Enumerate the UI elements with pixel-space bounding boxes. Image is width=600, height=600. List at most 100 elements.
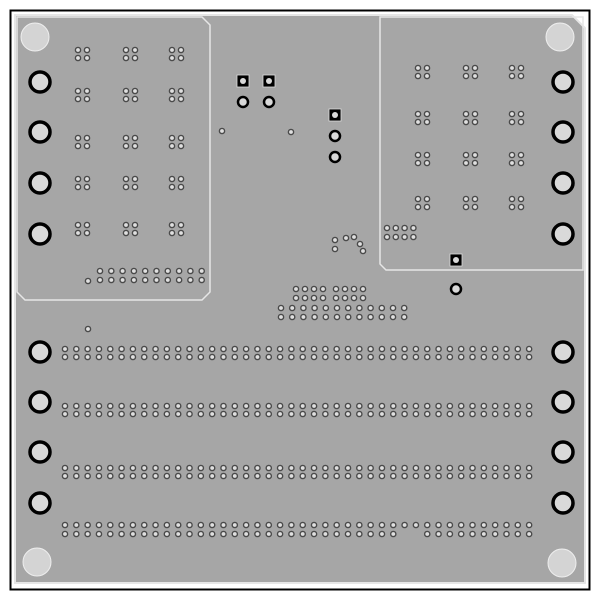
via bbox=[319, 294, 327, 302]
via bbox=[508, 195, 516, 203]
via bbox=[288, 345, 295, 353]
right-region-outline bbox=[379, 16, 584, 271]
via bbox=[378, 313, 386, 321]
via bbox=[220, 353, 227, 361]
via bbox=[301, 294, 309, 302]
via bbox=[414, 195, 422, 203]
via bbox=[517, 195, 525, 203]
via bbox=[197, 521, 205, 529]
via bbox=[469, 530, 476, 538]
via bbox=[311, 313, 318, 321]
via bbox=[108, 267, 115, 275]
via bbox=[254, 521, 261, 529]
via bbox=[187, 276, 194, 284]
via bbox=[423, 353, 431, 361]
via bbox=[356, 472, 363, 480]
via bbox=[175, 267, 183, 275]
via bbox=[514, 410, 522, 418]
via bbox=[276, 472, 284, 480]
via bbox=[414, 110, 422, 118]
via bbox=[480, 345, 488, 353]
via bbox=[140, 402, 148, 410]
via bbox=[84, 530, 91, 538]
via bbox=[514, 402, 522, 410]
via bbox=[231, 472, 239, 480]
via bbox=[186, 353, 193, 361]
via bbox=[462, 195, 470, 203]
via bbox=[514, 472, 522, 480]
via bbox=[83, 54, 91, 62]
via bbox=[503, 464, 510, 472]
via bbox=[83, 46, 91, 54]
via bbox=[471, 195, 479, 203]
through-hole-pad bbox=[551, 120, 575, 144]
via bbox=[140, 521, 148, 529]
via bbox=[130, 276, 138, 284]
via bbox=[378, 530, 386, 538]
via bbox=[414, 72, 422, 80]
via bbox=[61, 353, 69, 361]
via bbox=[152, 472, 159, 480]
via bbox=[300, 304, 307, 312]
through-hole-pad bbox=[236, 95, 250, 109]
via bbox=[95, 402, 103, 410]
via bbox=[265, 464, 273, 472]
via bbox=[423, 402, 431, 410]
via bbox=[74, 221, 82, 229]
via bbox=[118, 345, 125, 353]
via bbox=[446, 410, 454, 418]
via bbox=[168, 46, 176, 54]
via bbox=[168, 142, 176, 150]
via bbox=[168, 54, 176, 62]
via bbox=[414, 203, 422, 211]
via bbox=[491, 472, 499, 480]
via bbox=[174, 472, 182, 480]
via bbox=[446, 472, 454, 480]
via bbox=[152, 410, 159, 418]
through-hole-pad bbox=[328, 129, 342, 143]
via bbox=[423, 110, 431, 118]
via bbox=[356, 464, 363, 472]
via bbox=[152, 464, 159, 472]
via bbox=[389, 313, 397, 321]
via bbox=[141, 276, 149, 284]
via bbox=[288, 472, 295, 480]
via bbox=[168, 229, 176, 237]
via bbox=[378, 353, 386, 361]
via bbox=[446, 353, 454, 361]
via bbox=[84, 325, 92, 333]
via bbox=[367, 304, 374, 312]
via bbox=[73, 521, 80, 529]
via bbox=[73, 402, 80, 410]
via bbox=[73, 410, 80, 418]
via bbox=[198, 276, 205, 284]
via bbox=[177, 175, 185, 183]
via bbox=[276, 353, 284, 361]
via bbox=[462, 72, 470, 80]
via bbox=[288, 353, 295, 361]
via bbox=[174, 402, 182, 410]
via bbox=[265, 472, 273, 480]
via bbox=[265, 410, 273, 418]
via bbox=[174, 345, 182, 353]
via bbox=[344, 472, 352, 480]
via bbox=[503, 521, 510, 529]
via bbox=[277, 313, 285, 321]
via bbox=[469, 345, 476, 353]
via bbox=[197, 353, 205, 361]
through-hole-pad bbox=[28, 390, 52, 414]
via bbox=[333, 402, 340, 410]
mounting-hole bbox=[545, 22, 575, 52]
via bbox=[469, 521, 476, 529]
via bbox=[174, 530, 182, 538]
via bbox=[446, 345, 454, 353]
via bbox=[423, 530, 431, 538]
through-hole-pad bbox=[551, 390, 575, 414]
via bbox=[517, 64, 525, 72]
via bbox=[83, 175, 91, 183]
via bbox=[122, 87, 130, 95]
via bbox=[242, 530, 250, 538]
via bbox=[83, 95, 91, 103]
via bbox=[140, 472, 148, 480]
via bbox=[322, 304, 330, 312]
